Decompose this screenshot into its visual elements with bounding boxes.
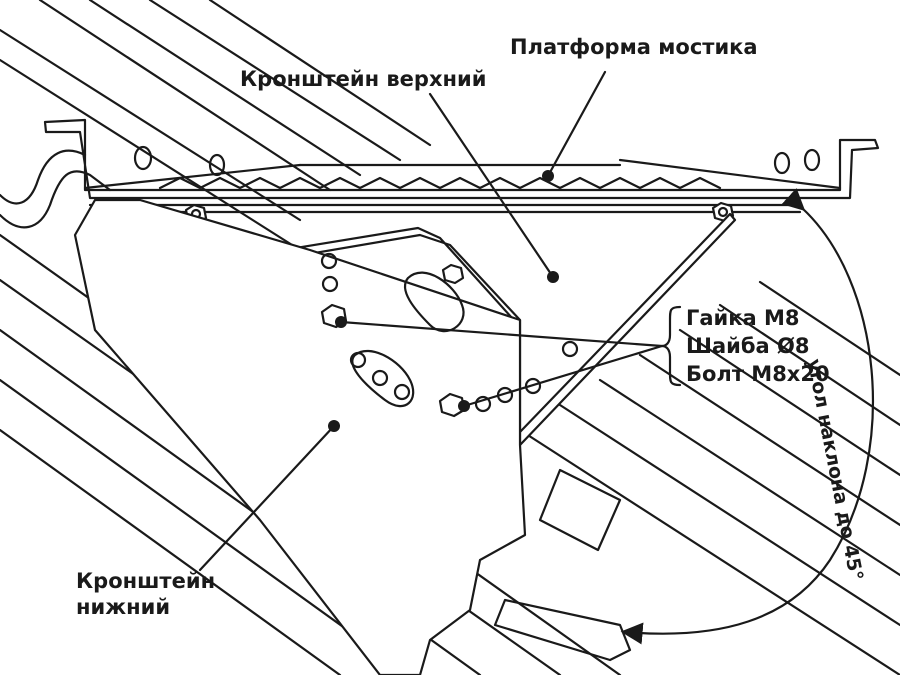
- platform: [43, 118, 880, 214]
- label-lower-bracket-line2: нижний: [76, 595, 171, 620]
- label-platform: Платформа мостика: [510, 35, 758, 59]
- leader-dot-platform: [542, 170, 554, 182]
- roof-ridge-profile: [0, 170, 112, 229]
- hardware-item-bolt: Болт М8х20: [686, 362, 830, 386]
- lower-bracket: [73, 198, 527, 675]
- roof-profile-upper: [0, 0, 432, 252]
- bracket-holes: [320, 252, 579, 413]
- leader-dot-nut-bottom: [458, 400, 470, 412]
- hardware-brace: [660, 305, 682, 387]
- leader-dot-upper-bracket: [547, 271, 559, 283]
- label-upper-bracket: Кронштейн верхний: [240, 67, 487, 91]
- leader-upper-bracket: [428, 92, 555, 279]
- leader-platform: [546, 70, 607, 178]
- label-lower-bracket: Кронштейн нижний: [76, 568, 215, 621]
- leader-dot-nut-left: [335, 316, 347, 328]
- nut-top: [441, 263, 465, 285]
- leader-hardware-1: [339, 320, 664, 348]
- leader-dot-lower-bracket: [328, 420, 340, 432]
- label-lower-bracket-line1: Кронштейн: [76, 569, 216, 593]
- hardware-item-washer: Шайба Ø8: [686, 334, 810, 358]
- hardware-item-nut: Гайка М8: [686, 306, 800, 330]
- hardware-list: Гайка М8 Шайба Ø8 Болт М8х20: [686, 304, 830, 388]
- angle-arc: [620, 187, 875, 645]
- leader-lower-bracket: [198, 424, 336, 572]
- lower-support: [493, 468, 632, 662]
